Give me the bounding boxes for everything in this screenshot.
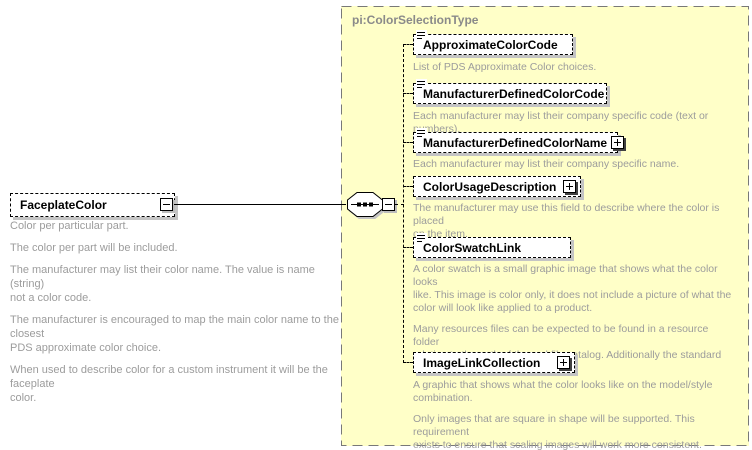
element-label: ImageLinkCollection (423, 356, 541, 370)
element-manufacturerdefinedcolorcode[interactable]: ManufacturerDefinedColorCode (413, 79, 607, 104)
element-colorusagedescription[interactable]: ColorUsageDescription (413, 176, 581, 197)
text-content-icon (416, 79, 427, 89)
connector-dash-sequence (395, 204, 404, 205)
collapse-button[interactable] (160, 198, 173, 211)
element-label: ApproximateColorCode (423, 38, 558, 52)
text-content-icon (416, 233, 427, 243)
element-description: Each manufacturer may list their company… (413, 110, 709, 135)
complex-type-dashed-border (341, 6, 749, 446)
connector-stub-6 (403, 362, 413, 363)
complex-type-title: pi:ColorSelectionType (352, 13, 479, 27)
element-faceplatecolor[interactable]: FaceplateColor (10, 193, 175, 217)
text-content-icon (416, 30, 427, 40)
element-label: ManufacturerDefinedColorCode (423, 87, 605, 101)
expand-button[interactable] (611, 136, 624, 149)
element-imagelinkcollection[interactable]: ImageLinkCollection (413, 352, 575, 373)
element-manufacturerdefinedcolorname[interactable]: ManufacturerDefinedColorName (413, 128, 624, 153)
expand-button[interactable] (563, 180, 576, 193)
element-label: FaceplateColor (20, 198, 107, 212)
element-label: ColorUsageDescription (423, 180, 557, 194)
element-colorswatchlink[interactable]: ColorSwatchLink (413, 233, 571, 258)
text-content-icon (416, 128, 427, 138)
connector-trunk (403, 44, 404, 363)
element-approximatecolorcode[interactable]: ApproximateColorCode (413, 30, 573, 55)
element-description: A graphic that shows what the color look… (413, 379, 713, 450)
element-label: ColorSwatchLink (423, 241, 522, 255)
connector-line (174, 204, 346, 205)
connector-stub-2 (403, 93, 413, 94)
connector-stub-4 (403, 186, 413, 187)
sequence-compositor-icon[interactable] (346, 191, 384, 223)
element-description: Each manufacturer may list their company… (413, 158, 680, 170)
sequence-collapse-button[interactable] (382, 198, 395, 211)
connector-stub-3 (403, 142, 413, 143)
element-label: ManufacturerDefinedColorName (423, 136, 608, 150)
connector-stub-5 (403, 247, 413, 248)
connector-stub-1 (403, 44, 413, 45)
element-description: List of PDS Approximate Color choices. (413, 61, 597, 73)
element-annotation: Color per particular part.The color per … (10, 220, 339, 404)
expand-button[interactable] (557, 356, 570, 369)
